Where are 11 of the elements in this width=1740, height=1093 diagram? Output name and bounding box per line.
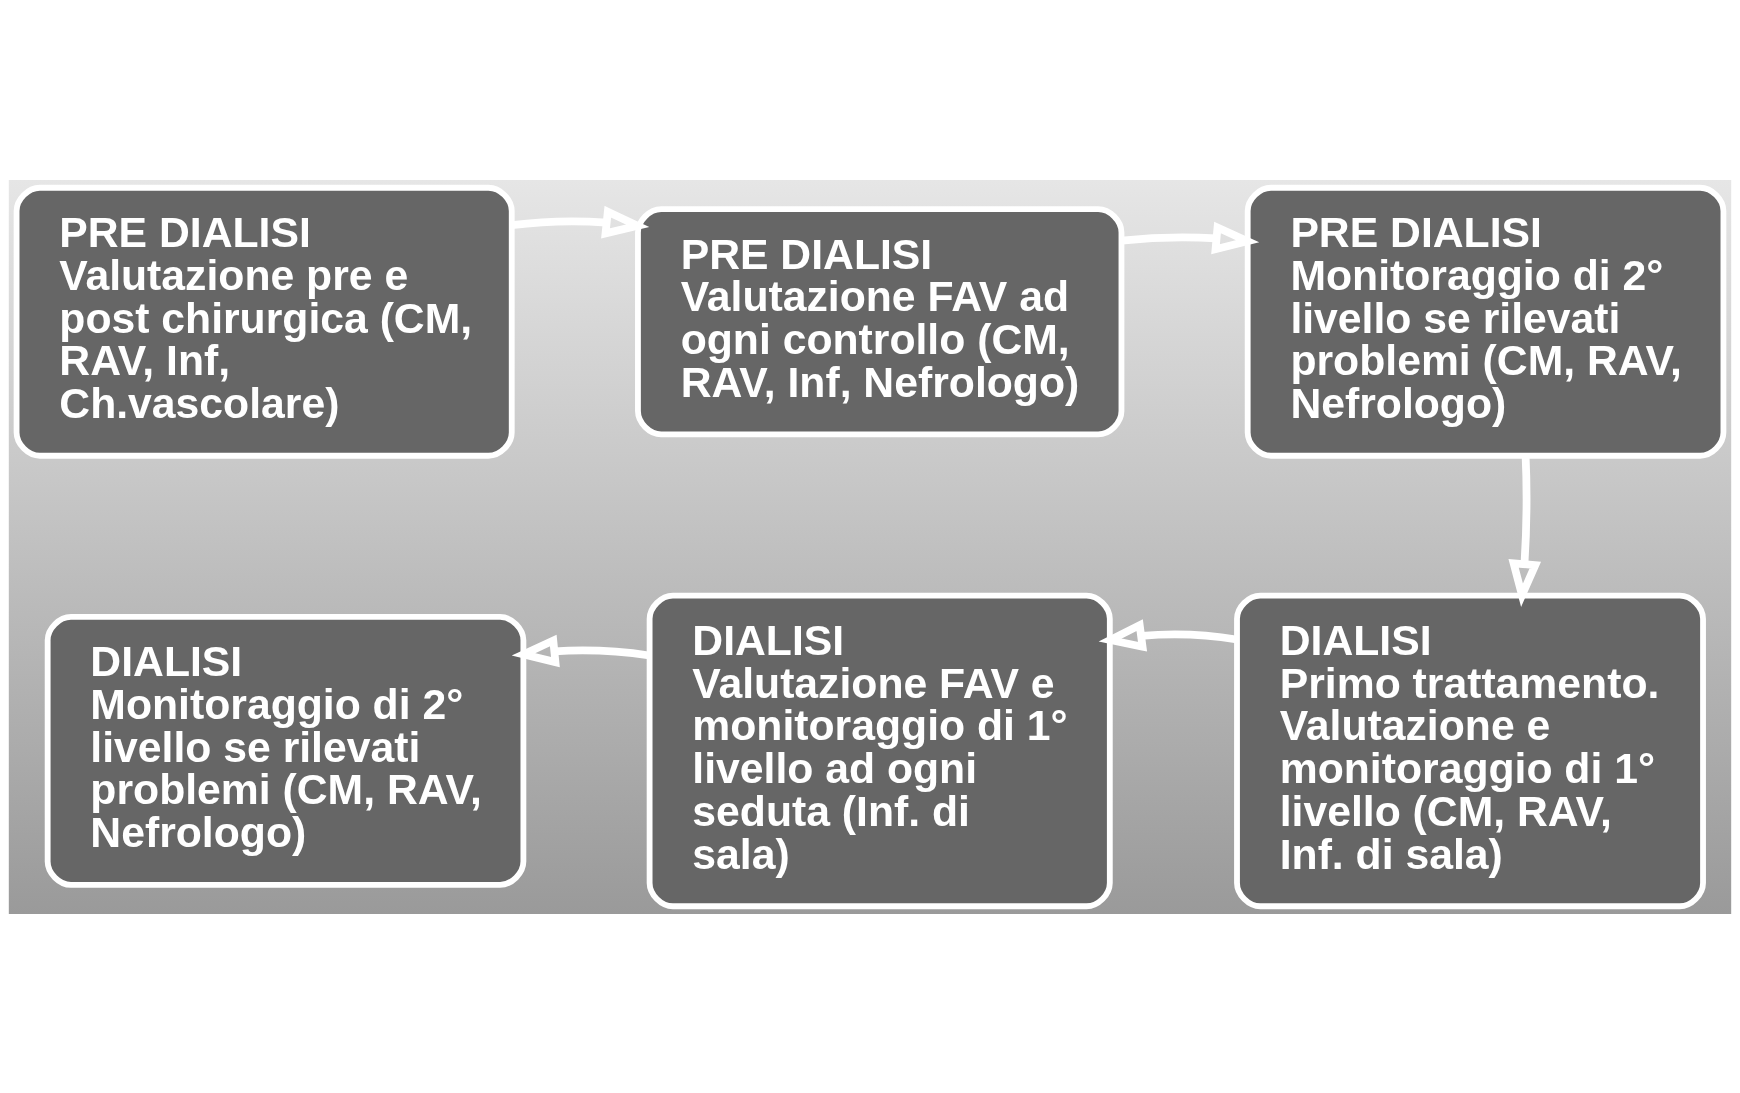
arrow <box>1121 221 1260 254</box>
node-box: DIALISI Valutazione FAV e monitoraggio di 1° livello ad ogni seduta (Inf. di sala) <box>646 592 1113 909</box>
arrow <box>1508 455 1542 607</box>
node-box: PRE DIALISI Monitoraggio di 2° livello se rilevati problemi (CM, RAV, Nefrologo) <box>1244 184 1727 459</box>
node-box: PRE DIALISI Valutazione FAV ad ogni controllo (CM, RAV, Inf, Nefrologo) <box>635 205 1125 437</box>
arrow <box>511 205 650 238</box>
node-box: DIALISI Monitoraggio di 2° livello se rilevati problemi (CM, RAV, Nefrologo) <box>44 613 527 888</box>
arrow <box>1098 618 1238 652</box>
arrow <box>511 634 650 667</box>
node-box: PRE DIALISI Valutazione pre e post chirurgica (CM, RAV, Inf, Ch.vascolare) <box>13 184 515 459</box>
node-box: DIALISI Primo trattamento. Valutazione e monitoraggio di 1° livello (CM, RAV, Inf. di sala) <box>1234 592 1706 909</box>
